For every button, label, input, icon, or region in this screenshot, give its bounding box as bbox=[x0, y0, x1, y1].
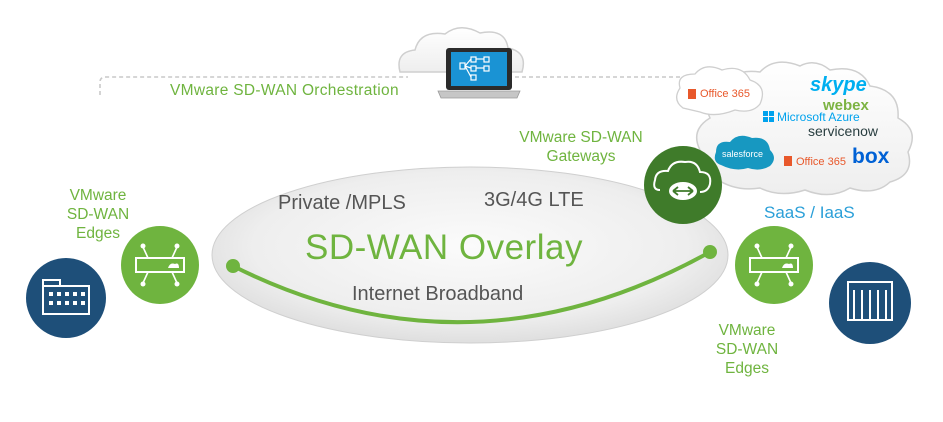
building-icon-right bbox=[829, 262, 911, 344]
salesforce-logo: salesforce bbox=[722, 149, 764, 159]
office365-bottom-label: Office 365 bbox=[796, 156, 846, 168]
transport-mpls: Private /MPLS bbox=[278, 192, 406, 214]
laptop-icon bbox=[437, 48, 521, 99]
edges-left-line: VMware bbox=[69, 187, 127, 204]
webex-logo: webex bbox=[823, 97, 869, 114]
transport-lte: 3G/4G LTE bbox=[484, 189, 584, 211]
saas-label: SaaS / IaaS bbox=[764, 203, 855, 222]
gateways-line: VMware SD-WAN bbox=[519, 129, 643, 146]
overlay-endpoint-left bbox=[226, 259, 240, 273]
edge-router-icon-right bbox=[735, 226, 813, 304]
orchestration-label: VMware SD-WAN Orchestration bbox=[170, 82, 399, 99]
transport-internet: Internet Broadband bbox=[352, 283, 524, 305]
building-icon bbox=[26, 258, 106, 338]
box-logo: box bbox=[852, 145, 890, 168]
edges-left-label: VMware SD-WAN Edges bbox=[55, 186, 141, 243]
overlay-endpoint-right bbox=[703, 245, 717, 259]
office365-top-label: Office 365 bbox=[700, 88, 750, 100]
gateway-icon bbox=[644, 146, 722, 224]
edges-right-label: VMware SD-WAN Edges bbox=[704, 321, 790, 378]
edge-router-icon bbox=[121, 226, 199, 304]
overlay-path bbox=[232, 250, 711, 325]
edges-right-line: SD-WAN bbox=[715, 341, 779, 358]
office-cloud-icon bbox=[676, 66, 764, 116]
gateways-line: Gateways bbox=[546, 148, 616, 165]
office365-icon bbox=[688, 89, 792, 166]
orchestration-connector bbox=[99, 76, 688, 95]
salesforce-icon bbox=[714, 135, 774, 170]
skype-logo: skype bbox=[810, 74, 867, 96]
overlay-title: SD-WAN Overlay bbox=[305, 228, 583, 267]
edges-right-line: Edges bbox=[725, 360, 769, 377]
azure-logo: Microsoft Azure bbox=[777, 110, 860, 124]
azure-icon bbox=[763, 111, 774, 122]
edges-right-line: VMware bbox=[718, 322, 776, 339]
servicenow-logo: servicenow bbox=[808, 123, 879, 139]
edges-left-line: SD-WAN bbox=[66, 206, 130, 223]
gateways-label: VMware SD-WAN Gateways bbox=[515, 128, 647, 166]
edges-left-line: Edges bbox=[76, 225, 120, 242]
